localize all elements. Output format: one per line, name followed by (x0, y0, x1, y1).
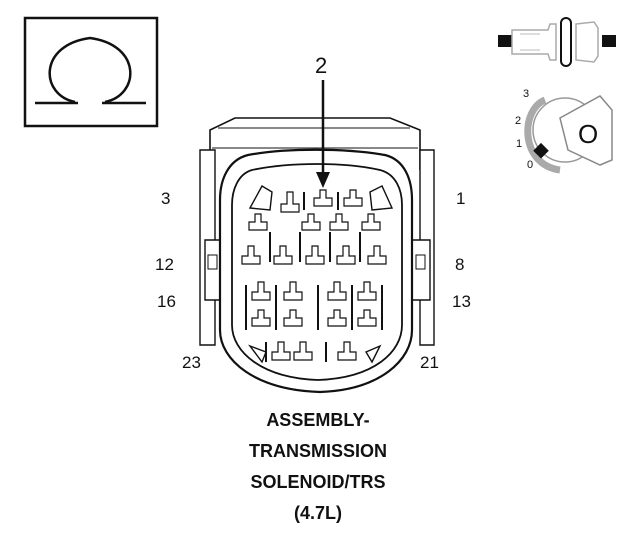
terminal-pin (241, 245, 261, 265)
pin-label-23: 23 (182, 353, 201, 372)
terminal-pin (367, 245, 387, 265)
caption-line-2: TRANSMISSION (249, 441, 387, 461)
terminal-pin (273, 245, 293, 265)
terminal-pin (357, 309, 377, 327)
cavity-separators (245, 192, 383, 362)
pin-label-12: 12 (155, 255, 174, 274)
terminal-pin (313, 189, 333, 207)
terminal-pin (251, 309, 271, 327)
disconnected-connector-icon (498, 17, 616, 67)
ohmmeter-box (23, 16, 159, 128)
terminal-pin (305, 245, 325, 265)
terminal-pin (337, 341, 357, 361)
callout-label: 2 (315, 53, 327, 78)
ignition-key-icon: 3 2 1 0 O (515, 88, 613, 174)
caption-line-4: (4.7L) (294, 503, 342, 523)
terminal-pin (327, 309, 347, 327)
terminal-pin (293, 341, 313, 361)
pin-label-16: 16 (157, 292, 176, 311)
terminal-pin (327, 281, 347, 301)
terminal-pins (241, 189, 387, 361)
pin-label-8: 8 (455, 255, 464, 274)
terminal-pin (271, 341, 291, 361)
caption-line-3: SOLENOID/TRS (250, 472, 385, 492)
terminal-pin (357, 281, 377, 301)
connector-caption: ASSEMBLY- TRANSMISSION SOLENOID/TRS (4.7… (249, 410, 387, 523)
terminal-pin (301, 213, 321, 231)
connector-keying (248, 185, 394, 364)
pin-callout-arrow (316, 80, 330, 188)
pin-label-1: 1 (456, 189, 465, 208)
terminal-pin (336, 245, 356, 265)
key-position-2: 2 (515, 115, 521, 127)
key-position-1: 1 (516, 138, 522, 150)
pin-label-21: 21 (420, 353, 439, 372)
pin-label-3: 3 (161, 189, 170, 208)
ohm-symbol-icon (35, 36, 146, 105)
terminal-pin (329, 213, 349, 231)
key-position-3: 3 (523, 88, 529, 100)
terminal-pin (283, 309, 303, 327)
caption-line-1: ASSEMBLY- (266, 410, 369, 430)
terminal-pin (280, 191, 300, 213)
terminal-pin (343, 189, 363, 207)
terminal-pin (283, 281, 303, 301)
pin-label-13: 13 (452, 292, 471, 311)
key-position-0: 0 (527, 159, 533, 171)
terminal-pin (248, 213, 268, 231)
terminal-pin (361, 213, 381, 231)
key-label: O (578, 119, 598, 149)
terminal-pin (251, 281, 271, 301)
